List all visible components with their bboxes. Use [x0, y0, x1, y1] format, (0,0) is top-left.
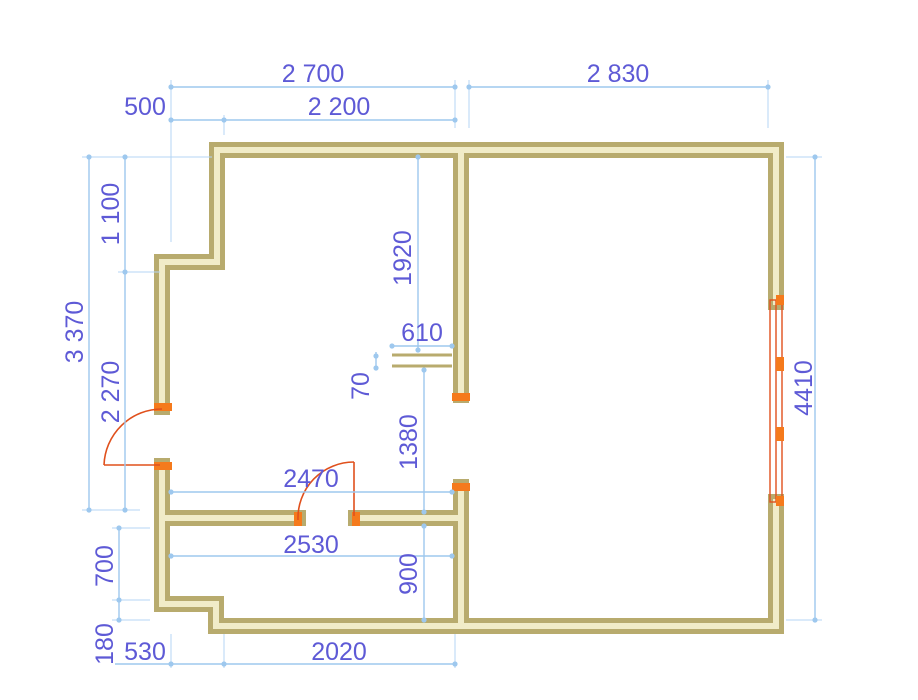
dim-left-lower: 2 270 — [97, 361, 125, 424]
dimension-lines — [82, 80, 822, 668]
dim-left-upper: 1 100 — [97, 183, 125, 246]
dim-left-bottom-a: 700 — [91, 545, 119, 587]
dim-top-inner: 2 200 — [308, 93, 371, 121]
dim-lower-room-width: 2530 — [283, 531, 339, 559]
dim-corridor-width: 2470 — [283, 465, 339, 493]
dim-top-offset: 500 — [124, 93, 166, 121]
dim-partition-lower: 1380 — [395, 414, 423, 470]
window-right — [769, 295, 784, 506]
partition-opening-jambs — [452, 393, 470, 491]
dim-right-total: 4410 — [790, 360, 818, 416]
dim-partition-gap: 610 — [401, 319, 443, 347]
dim-bottom-width: 2020 — [311, 638, 367, 666]
dim-lower-room-height: 900 — [395, 553, 423, 595]
dim-bottom-offset: 530 — [124, 638, 166, 666]
dim-left-total: 3 370 — [61, 301, 89, 364]
dimension-labels: 2 700 2 830 500 2 200 3 370 1 100 2 270 … — [61, 60, 818, 666]
dim-top-total-right: 2 830 — [587, 60, 650, 88]
dim-partition-upper: 1920 — [389, 230, 417, 286]
entrance-door — [103, 403, 172, 470]
dim-partition-thickness: 70 — [347, 372, 375, 400]
walls — [154, 142, 784, 634]
corridor-door — [294, 461, 360, 526]
dim-left-bottom-b: 180 — [91, 623, 119, 665]
dim-top-total-left: 2 700 — [282, 60, 345, 88]
dimension-ticks — [86, 84, 818, 667]
